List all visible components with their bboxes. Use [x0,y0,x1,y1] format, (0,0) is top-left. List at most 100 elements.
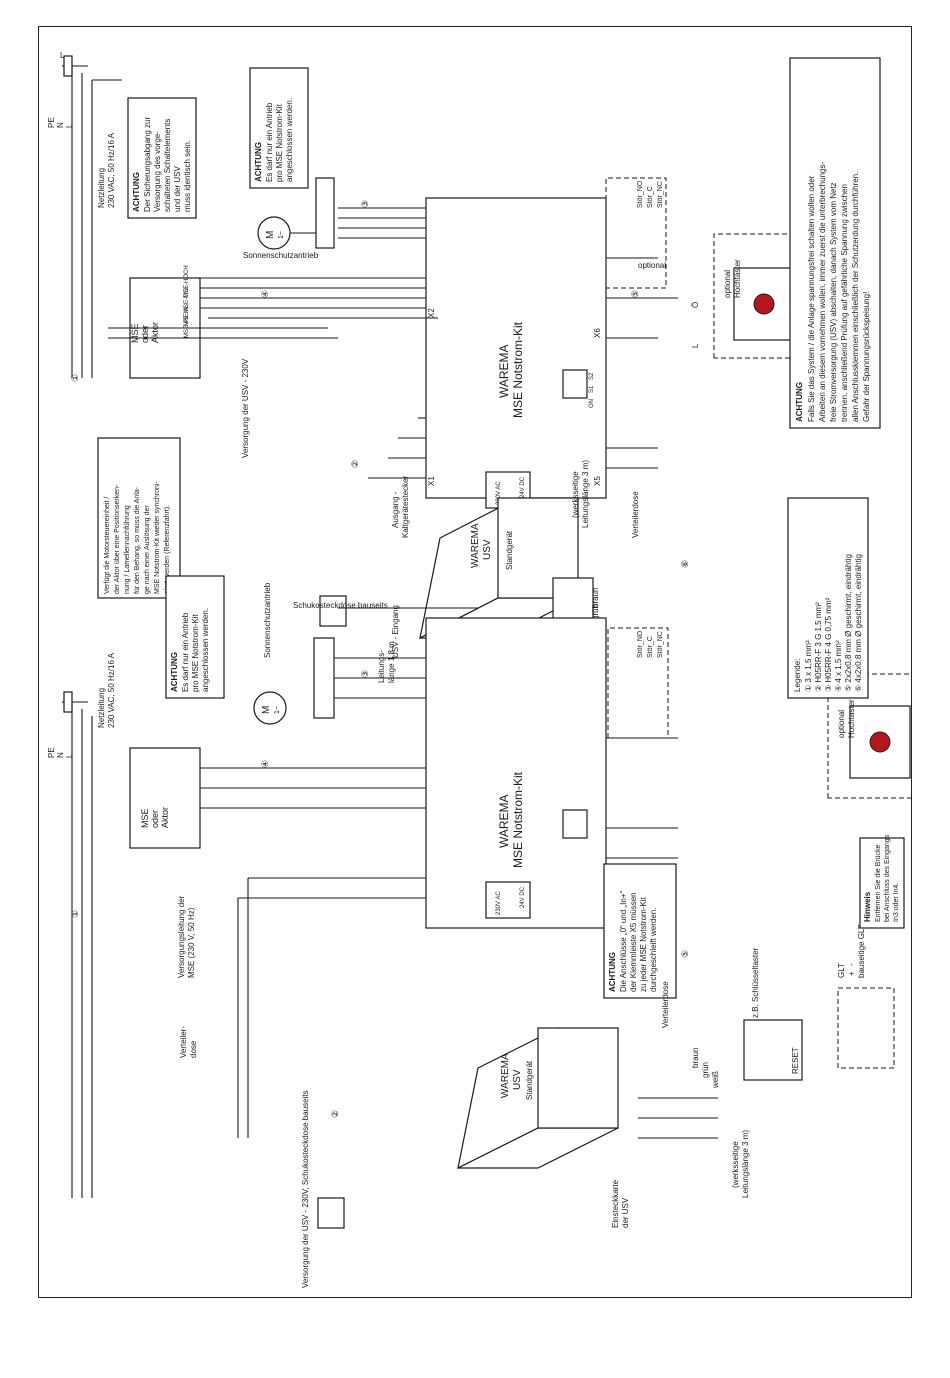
mains-n: N [56,752,65,758]
reset: RESET [791,1047,800,1074]
achtung-title: ACHTUNG [170,652,179,692]
lg-lines-line: ② H05RR-F 3 G 1,5 mm² [814,602,823,692]
switch-o: Ö [691,302,700,308]
legende-items: ① 3 x 1,5 mm²② H05RR-F 3 G 1,5 mm²③ H05R… [804,554,863,692]
kit-s2: S2 [589,372,595,380]
achtung-sicherung-text: Der Sicherungsabgang zurVersorgung des v… [143,116,192,212]
as-lines-line: muss identisch sein. [183,140,192,212]
marker-1-bottom: ① [70,910,80,918]
lg-lines-line: ⑤ 2x2x0,8 mm Ø geschirmt, eindrähtig [844,554,853,692]
cable-braun: braun [691,1048,700,1068]
x1-label: X1 [427,476,436,486]
ab-lines-line: Die Anschlüsse „0“ und „In+“ [619,891,628,992]
glt-minus: - [847,963,856,966]
as-lines-line: Der Sicherungsabgang zur [143,116,152,212]
hochtaster-bottom: optional Hochtaster [827,673,923,799]
marker-2-top: ② [350,460,360,468]
psu-out: 24V DC [520,476,526,498]
cables-bottom [71,657,718,1198]
schluessel: z.B. Schlüsseltaster [751,947,760,1018]
hw-lines-line: bei Anschluss des Eingangs [884,834,891,922]
motor-label: Sonnenschutzantrieb [263,582,272,658]
achtung-brueck-text: Die Anschlüsse „0“ und „In+“der Klemmlei… [619,891,658,992]
mains-n: N [56,122,65,128]
verteiler-split-2: dose [189,1040,198,1058]
glt-bauseitig: bauseitige GLT [857,924,866,978]
marker-5-bottom: ⑤ [680,950,690,958]
hochtaster-top: optional Hochtaster L Ö [691,233,809,359]
mains-pe: PE [47,117,56,128]
usv-ausgang-2: Kaltgerätestecker [401,475,410,538]
mse-title-3: Aktor [150,322,160,343]
werkseitig-1: (werksseitige [571,471,580,518]
marker-4-top: ④ [260,290,270,298]
achtung-title: ACHTUNG [254,142,263,182]
mains-l: L [60,51,65,60]
verteilerdose-bottom: Verteilerdose [661,981,670,1028]
mains-spec: 230 VAC, 50 Hz/16 A [107,652,116,728]
ab-lines-line: zu jeder MSE Notstrom-Kit [639,897,648,992]
am-lines-line: Falls Sie das System / die Anlage spannu… [807,175,816,422]
as-lines-line: und der USV [173,166,182,212]
aa2-lines-line: angeschlossen werden. [201,608,210,692]
verfuegt-box: Verfügt die Motorsteuereinheit /der Akto… [97,437,181,599]
aa2-lines-line: Es darf nur ein Antrieb [181,612,190,692]
vf-lines-line: Verfügt die Motorsteuereinheit / [104,497,111,594]
schuko: Schukosteckdose bauseits [293,601,388,610]
hochtaster-label: Hochtaster [847,699,856,738]
aa2-lines-line: pro MSE Notstrom-Kit [191,613,200,692]
glt-label: GLT [837,963,846,978]
psu-in: 230V AC [496,481,502,505]
mse-term-n: MSE-N [184,307,190,326]
switch-l: L [691,343,700,348]
am-lines-line: freie Stromversorgung (USV) abschalten, … [829,182,838,422]
versorgungsleitung: Versorgungsleitung der MSE (230 V, 50 Hz… [177,895,198,1058]
einsteck-1: Einsteckkarte [611,1179,620,1228]
x2-label: X2 [427,308,436,318]
aa-lines-line: Es darf nur ein Antrieb [265,102,274,182]
usv-bottom: WAREMA USV Standgerät Versorgung der USV… [301,1026,619,1288]
achtung-sicherung-box: ACHTUNG Der Sicherungsabgang zurVersorgu… [127,97,197,219]
usv-leitung-1: Leitungs- [377,650,386,683]
stoer-no: Stör_NO [637,630,644,658]
netzleitung: Netzleitung [97,688,106,728]
mains-bottom: PE N L Netzleitung 230 VAC, 50 Hz/16 A [47,652,116,758]
achtung-antrieb-box: ACHTUNG Es darf nur ein Antriebpro MSE N… [249,67,309,189]
glt-box: GLT bauseitige GLT + - [837,924,895,1069]
vf-lines-line: nung / Lamellennachführung [124,505,131,594]
verfuegt-text: Verfügt die Motorsteuereinheit /der Akto… [104,481,171,594]
verteiler-split-1: Verteiler- [179,1026,188,1058]
glt-plus: + [847,971,856,976]
vf-lines-line: MSE Notstrom-Kit wieder synchroni- [154,481,161,594]
reset-box: RESET z.B. Schlüsseltaster [743,947,803,1081]
legende-title: Legende: [793,659,802,692]
motor-phase: 1~ [278,231,285,239]
lg-lines-line: ⑥ 4x2x0,8 mm Ø geschirmt, eindrähtig [854,554,863,692]
achtung-brueck-box: ACHTUNG Die Anschlüsse „0“ und „In+“der … [603,863,677,999]
kit-name: MSE Notstrom-Kit [511,771,525,868]
mse-title-1: MSE [140,808,150,828]
mse-title-1: MSE [130,323,140,343]
werkseitig-1: (werksseitige [731,1141,740,1188]
werkseitig-2: Leitungslänge 3 m) [581,460,590,528]
am-lines-line: Arbeiten an diesem vornehmen wollen, imm… [818,162,827,422]
am-lines-line: Gefahr der Spannungsrückspeisung! [862,292,871,422]
motor-phase: 1~ [274,706,281,714]
hinweis-title: Hinweis [863,891,872,922]
cable-braun: braun [591,588,600,608]
system-top: L PE N L Netzleitung 230 VAC, 50 Hz/16 A… [47,51,809,683]
achtung-title: ACHTUNG [608,952,617,992]
cables-top [92,79,678,609]
achtung-antrieb-box-b: ACHTUNG Es darf nur ein Antriebpro MSE N… [165,575,225,699]
hochtaster-optional: optional [837,710,846,738]
mains-top: L PE N L Netzleitung 230 VAC, 50 Hz/16 A [47,51,116,378]
stoer-optional: optional [638,261,666,270]
am-lines-line: trennen, anschließend Prüfung auf gefähr… [840,184,849,422]
vf-lines-line: siert werden (Referenzfahrt). [164,505,171,594]
system-bottom: PE N L Netzleitung 230 VAC, 50 Hz/16 A A… [47,575,923,1288]
kit-top: WAREMA MSE Notstrom-Kit 230V AC 24V DC X… [425,197,607,509]
hochtaster-label: Hochtaster [733,259,742,298]
stoer-c: Stör_C [647,636,654,658]
